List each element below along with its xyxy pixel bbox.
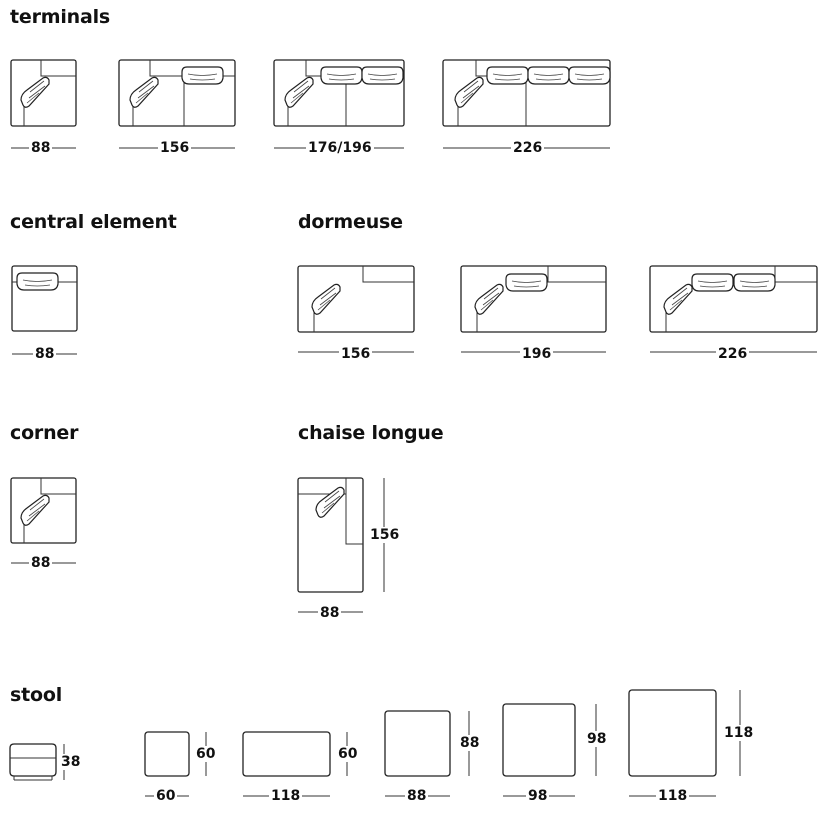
terminal-88-drawing	[10, 59, 77, 127]
stool-118x118-drawing	[628, 689, 717, 777]
section-title-terminals: terminals	[10, 6, 111, 28]
dim-label-dormeuse-156: 156	[339, 346, 373, 362]
dim-label-terminal-88: 88	[29, 140, 53, 156]
terminal-176-196-drawing	[273, 59, 405, 127]
section-title-central-element: central element	[10, 211, 177, 233]
stool-side-view-drawing	[9, 743, 57, 781]
terminal-226-drawing	[442, 59, 611, 127]
stool-60x60-drawing	[144, 731, 190, 777]
dim-label-terminal-176-196: 176/196	[306, 140, 374, 156]
dim-label-stool-118-width: 118	[269, 788, 303, 804]
dim-label-stool-side-height: 38	[59, 754, 83, 770]
dim-label-chaise-height: 156	[368, 527, 402, 543]
dim-label-stool-88-height: 88	[458, 735, 482, 751]
dim-label-central-88: 88	[33, 346, 57, 362]
dim-label-stool-118x118-height: 118	[722, 725, 756, 741]
dim-label-stool-60-height: 60	[194, 746, 218, 762]
dormeuse-156-drawing	[297, 265, 415, 333]
dim-label-stool-118x60-height: 60	[336, 746, 360, 762]
central-element-drawing	[11, 265, 78, 332]
section-title-corner: corner	[10, 422, 79, 444]
section-title-dormeuse: dormeuse	[298, 211, 403, 233]
section-title-chaise-longue: chaise longue	[298, 422, 444, 444]
terminal-156-drawing	[118, 59, 236, 127]
dim-label-stool-60-width: 60	[154, 788, 178, 804]
stool-118x60-drawing	[242, 731, 331, 777]
dim-label-terminal-156: 156	[158, 140, 192, 156]
dim-label-stool-98-height: 98	[585, 731, 609, 747]
dim-label-chaise-width: 88	[318, 605, 342, 621]
dim-label-stool-88-width: 88	[405, 788, 429, 804]
dormeuse-196-drawing	[460, 265, 607, 333]
dim-label-stool-118x118-width: 118	[656, 788, 690, 804]
chaise-longue-drawing	[297, 477, 364, 593]
dormeuse-226-drawing	[649, 265, 818, 333]
dim-label-terminal-226: 226	[511, 140, 545, 156]
dim-label-corner-88: 88	[29, 555, 53, 571]
dim-label-stool-98-width: 98	[526, 788, 550, 804]
stool-98x98-drawing	[502, 703, 576, 777]
corner-drawing	[10, 477, 77, 544]
section-title-stool: stool	[10, 684, 63, 706]
dim-label-dormeuse-196: 196	[520, 346, 554, 362]
stool-88x88-drawing	[384, 710, 451, 777]
dim-label-dormeuse-226: 226	[716, 346, 750, 362]
